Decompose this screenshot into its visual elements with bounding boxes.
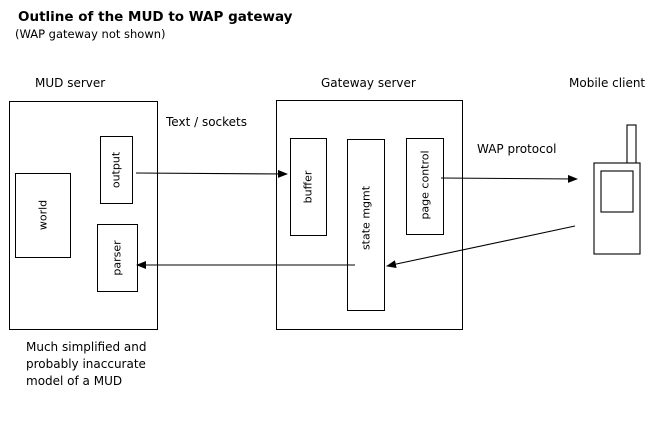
parser-box xyxy=(97,224,138,292)
page-control-to-mobile-arrow xyxy=(440,174,578,183)
text-sockets-label: Text / sockets xyxy=(166,115,247,129)
diagram-note: Much simplified and probably inaccurate … xyxy=(26,340,147,388)
diagram-subtitle: (WAP gateway not shown) xyxy=(15,27,166,41)
buffer-box xyxy=(290,138,327,236)
output-to-buffer-arrow xyxy=(135,169,288,178)
mobile-phone-icon xyxy=(593,124,641,255)
diagram-title: Outline of the MUD to WAP gateway xyxy=(18,9,293,25)
mud-server-label: MUD server xyxy=(35,76,106,90)
state-mgmt-box xyxy=(347,139,385,311)
world-box xyxy=(15,173,71,258)
gateway-server-box xyxy=(276,100,463,330)
page-control-box xyxy=(406,138,444,235)
mobile-to-state-arrow xyxy=(386,225,576,269)
output-box xyxy=(100,136,133,204)
mud-server-box xyxy=(9,101,158,330)
wap-protocol-label: WAP protocol xyxy=(477,142,557,156)
gateway-server-label: Gateway server xyxy=(321,76,416,90)
mobile-client-label: Mobile client xyxy=(569,76,646,90)
